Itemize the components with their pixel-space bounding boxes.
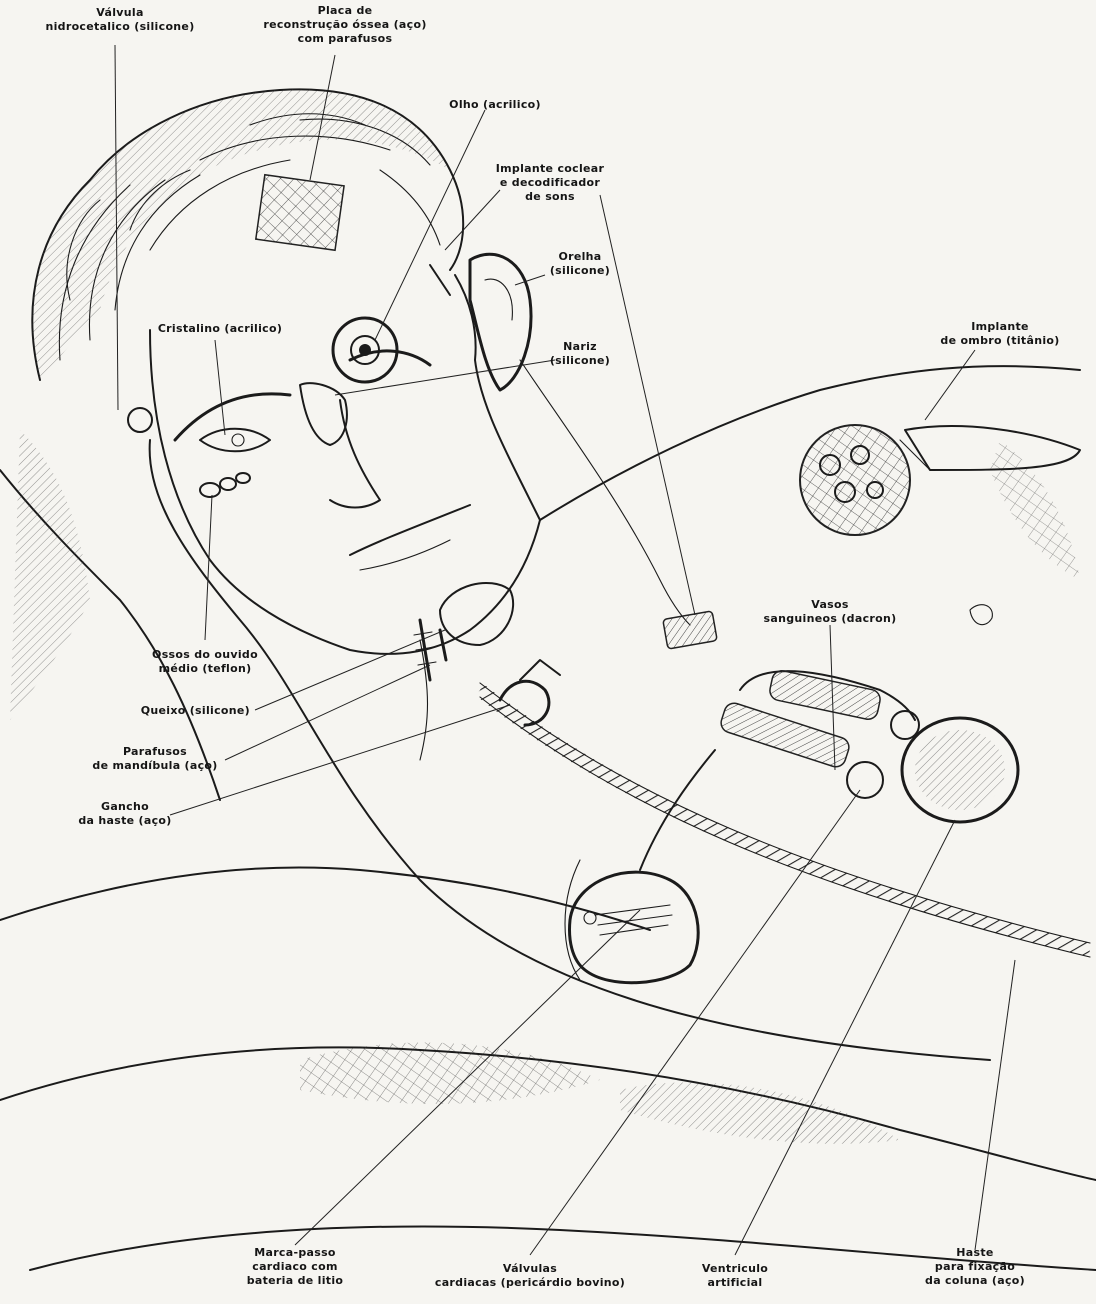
chin-implant <box>440 583 513 645</box>
label-nariz-line2: (silicone) <box>530 354 630 368</box>
label-coclear-line3: de sons <box>470 190 630 204</box>
label-ossos-ouvido: Ossos do ouvido médio (teflon) <box>130 648 280 676</box>
label-queixo: Queixo (silicone) <box>90 704 250 718</box>
ear-implant <box>470 254 531 390</box>
label-parafusos-line1: Parafusos <box>75 745 235 759</box>
label-parafusos-mandibula: Parafusos de mandíbula (aço) <box>75 745 235 773</box>
label-valvulas-line1: Válvulas <box>410 1262 650 1276</box>
label-olho: Olho (acrilico) <box>425 98 565 112</box>
label-valvula-line2: nidrocetalico (silicone) <box>30 20 210 34</box>
label-gancho: Gancho da haste (aço) <box>60 800 190 828</box>
label-orelha-line2: (silicone) <box>525 264 635 278</box>
label-ventriculo: Ventriculo artificial <box>680 1262 790 1290</box>
label-nariz: Nariz (silicone) <box>530 340 630 368</box>
label-ombro: Implante de ombro (titânio) <box>920 320 1080 348</box>
cochlear-decoder <box>663 611 717 649</box>
label-ventriculo-line2: artificial <box>680 1276 790 1290</box>
label-cristalino: Cristalino (acrilico) <box>130 322 310 336</box>
cochlear-wire <box>520 360 690 625</box>
label-valvulas-cardiacas: Válvulas cardiacas (pericárdio bovino) <box>410 1262 650 1290</box>
label-parafusos-line2: de mandíbula (aço) <box>75 759 235 773</box>
label-valvula-line1: Válvula <box>30 6 210 20</box>
nose-implant <box>300 383 347 445</box>
shunt-valve <box>128 408 152 432</box>
label-coclear-line2: e decodificador <box>470 176 630 190</box>
bone-plate <box>256 175 344 251</box>
label-orelha: Orelha (silicone) <box>525 250 635 278</box>
label-nariz-line1: Nariz <box>530 340 630 354</box>
label-cristalino-line1: Cristalino (acrilico) <box>130 322 310 336</box>
label-ventriculo-line1: Ventriculo <box>680 1262 790 1276</box>
label-marca-passo-line1: Marca-passo <box>225 1246 365 1260</box>
label-ombro-line1: Implante <box>920 320 1080 334</box>
label-placa-line3: com parafusos <box>245 32 445 46</box>
label-gancho-line2: da haste (aço) <box>60 814 190 828</box>
label-ossos-line2: médio (teflon) <box>130 662 280 676</box>
label-haste-line3: da coluna (aço) <box>905 1274 1045 1288</box>
label-haste-line1: Haste <box>905 1246 1045 1260</box>
label-implante-coclear: Implante coclear e decodificador de sons <box>470 162 630 204</box>
artificial-heart <box>719 669 1018 822</box>
label-placa-line1: Placa de <box>245 4 445 18</box>
hair <box>32 89 463 380</box>
label-placa: Placa de reconstrução óssea (aço) com pa… <box>245 4 445 46</box>
label-vasos-line1: Vasos <box>750 598 910 612</box>
label-placa-line2: reconstrução óssea (aço) <box>245 18 445 32</box>
nipple <box>970 605 992 625</box>
jaw-screws <box>414 620 446 680</box>
label-ombro-line2: de ombro (titânio) <box>920 334 1080 348</box>
label-ossos-line1: Ossos do ouvido <box>130 648 280 662</box>
pacemaker <box>570 750 715 983</box>
label-queixo-line1: Queixo (silicone) <box>90 704 250 718</box>
label-olho-line1: Olho (acrilico) <box>425 98 565 112</box>
label-marca-passo-line2: cardiaco com <box>225 1260 365 1274</box>
label-haste-line2: para fixação <box>905 1260 1045 1274</box>
label-vasos: Vasos sanguineos (dacron) <box>750 598 910 626</box>
label-vasos-line2: sanguineos (dacron) <box>750 612 910 626</box>
label-valvula: Válvula nidrocetalico (silicone) <box>30 6 210 34</box>
label-coclear-line1: Implante coclear <box>470 162 630 176</box>
label-valvulas-line2: cardiacas (pericárdio bovino) <box>410 1276 650 1290</box>
label-orelha-line1: Orelha <box>525 250 635 264</box>
label-marca-passo-line3: bateria de litio <box>225 1274 365 1288</box>
label-marca-passo: Marca-passo cardiaco com bateria de liti… <box>225 1246 365 1288</box>
label-haste: Haste para fixação da coluna (aço) <box>905 1246 1045 1288</box>
middle-ear-bones <box>200 473 250 497</box>
label-gancho-line1: Gancho <box>60 800 190 814</box>
